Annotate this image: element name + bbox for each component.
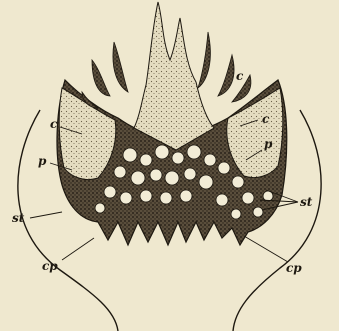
label-p-left: p bbox=[38, 154, 47, 168]
label-st-left: st bbox=[12, 211, 25, 225]
label-cp-right: cp bbox=[286, 261, 302, 275]
label-st-right: st bbox=[300, 195, 313, 209]
label-p-right: p bbox=[264, 137, 273, 151]
label-cp-left: cp bbox=[42, 259, 58, 273]
label-c-left: c bbox=[50, 117, 58, 131]
label-c-right-top: c bbox=[236, 69, 244, 83]
label-c-right: c bbox=[262, 112, 270, 126]
